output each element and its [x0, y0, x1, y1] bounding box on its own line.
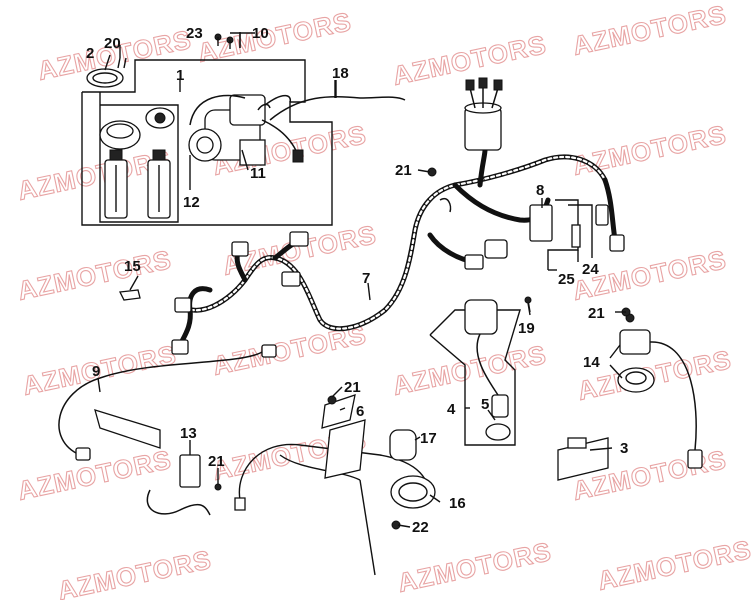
callout-4: 4	[447, 401, 456, 418]
callout-11: 11	[250, 165, 266, 182]
callout-16: 16	[449, 495, 466, 512]
leader-lines	[97, 32, 626, 528]
callout-21b: 21	[344, 379, 361, 396]
callout-6: 6	[356, 403, 364, 420]
watermark: AZMOTORS	[390, 339, 549, 401]
callout-labels: 1 2 20 23 10 18 11 12 21 8 24 25 15 7 19…	[86, 25, 628, 536]
callout-20: 20	[104, 35, 121, 52]
cable-part-18	[269, 95, 406, 121]
ignition-switch-group	[81, 59, 333, 226]
horn-part-14	[617, 313, 703, 469]
callout-21c: 21	[208, 453, 225, 470]
callout-12: 12	[183, 194, 200, 211]
callout-24: 24	[582, 261, 599, 278]
main-wiring-harness	[171, 147, 625, 355]
part-23-screws	[214, 32, 241, 49]
nut-part-21	[214, 483, 222, 491]
watermark: AZMOTORS	[15, 244, 174, 306]
bracket-part-15	[119, 289, 141, 301]
watermark: AZMOTORS	[570, 0, 729, 61]
callout-9: 9	[92, 363, 100, 380]
callout-13: 13	[180, 425, 197, 442]
watermark: AZMOTORS	[570, 119, 729, 181]
callout-8: 8	[536, 182, 544, 199]
callout-23: 23	[186, 25, 203, 42]
callout-25: 25	[558, 271, 575, 288]
nut-part-21	[327, 395, 337, 405]
callout-17: 17	[420, 430, 437, 447]
callout-15: 15	[124, 258, 141, 275]
ignition-coil-group	[429, 299, 521, 446]
callout-7: 7	[362, 270, 370, 287]
relay-group-8-24-25	[529, 199, 593, 270]
watermark: AZMOTORS	[595, 534, 752, 596]
cable-part-9	[58, 351, 263, 456]
callout-5: 5	[481, 396, 489, 413]
callout-21d: 21	[588, 305, 605, 322]
callout-18: 18	[332, 65, 349, 82]
watermark: AZMOTORS	[395, 536, 554, 598]
watermark: AZMOTORS	[55, 544, 214, 600]
callout-14: 14	[583, 354, 600, 371]
frame-bracket	[234, 394, 436, 576]
callout-2: 2	[86, 45, 94, 62]
callout-1: 1	[176, 67, 184, 84]
callout-21a: 21	[395, 162, 412, 179]
capacitor-part	[464, 77, 503, 151]
cdi-box-part-3	[557, 437, 609, 481]
watermark: AZMOTORS	[15, 444, 174, 506]
callout-3: 3	[620, 440, 628, 457]
callout-19: 19	[518, 320, 535, 337]
callout-22: 22	[412, 519, 429, 536]
callout-10: 10	[252, 25, 269, 42]
